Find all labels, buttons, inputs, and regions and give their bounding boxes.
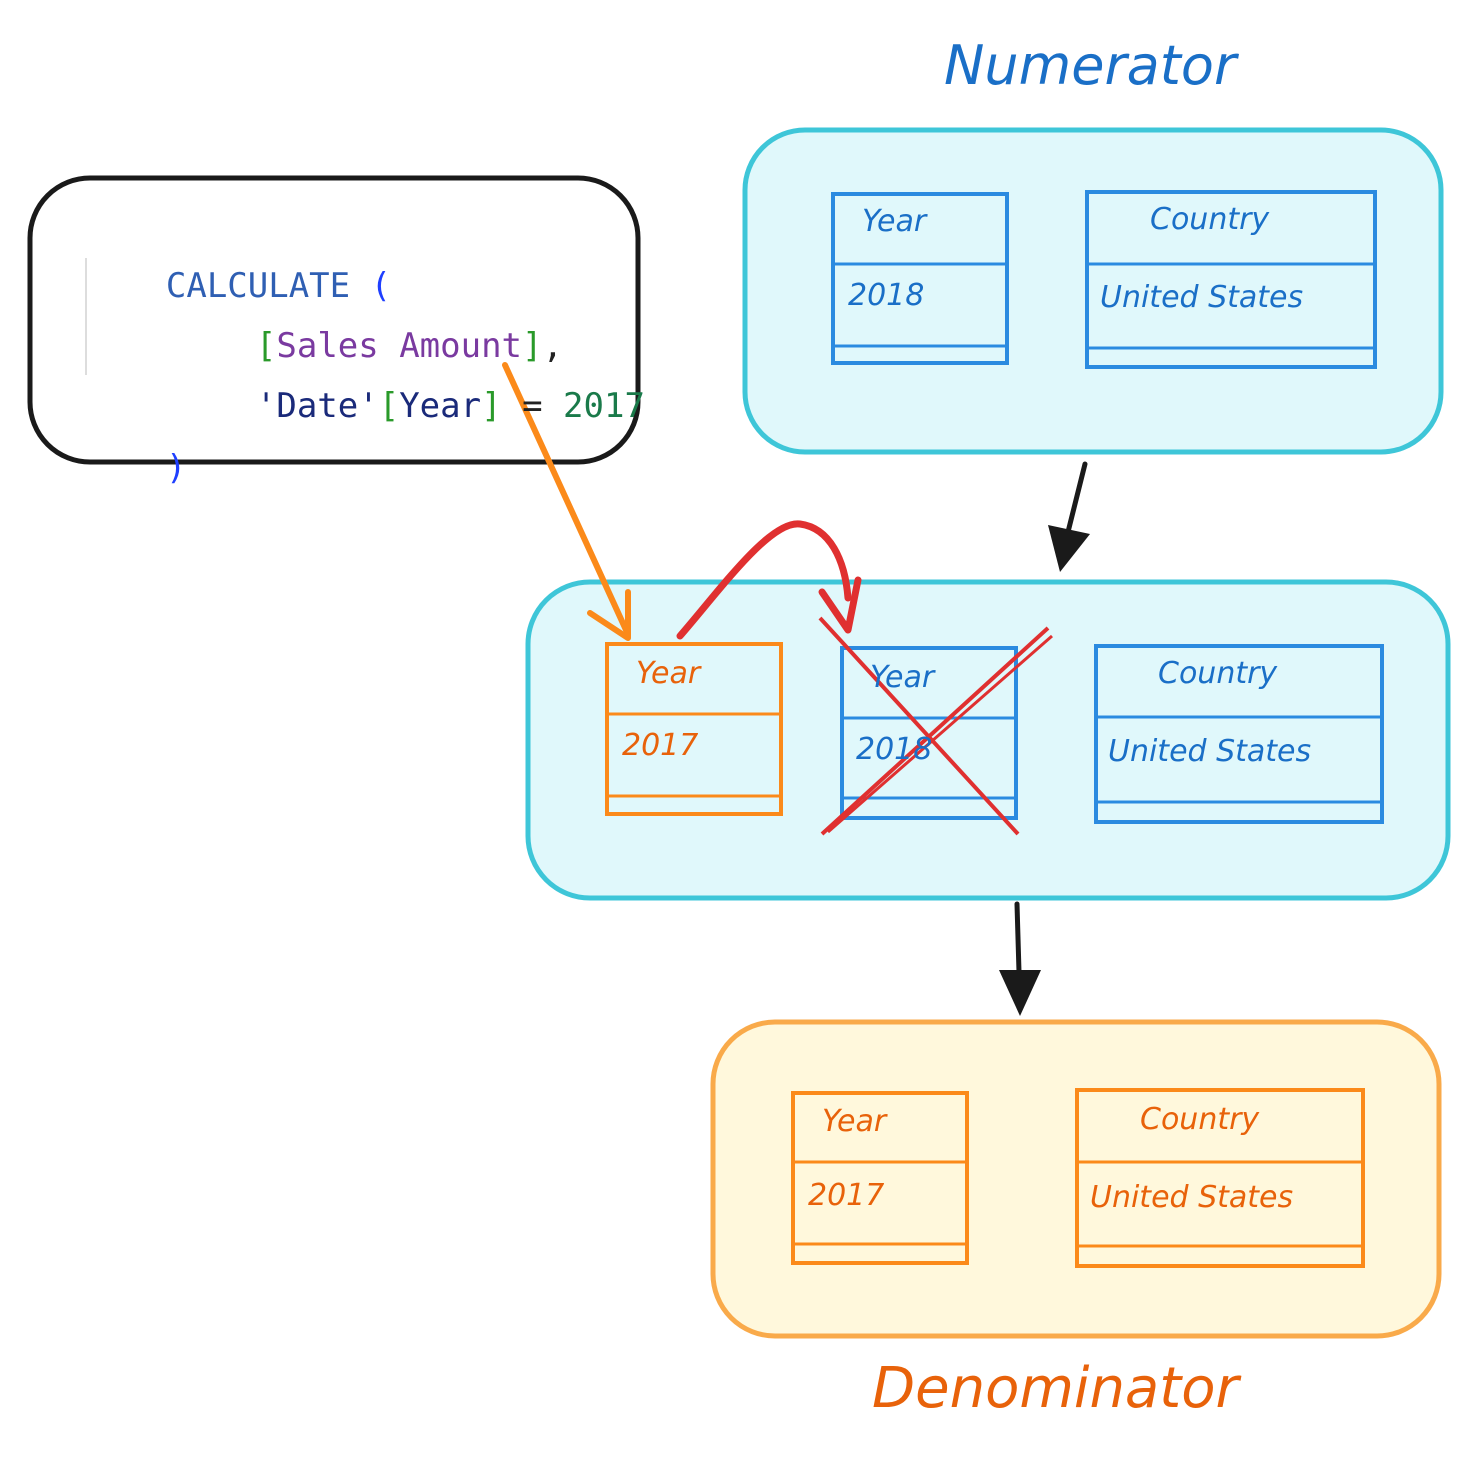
red-cross-mark	[818, 616, 1053, 836]
denominator-country-value: United States	[1090, 1180, 1294, 1215]
code-calculate: CALCULATE	[165, 266, 351, 306]
numerator-country-value: United States	[1100, 280, 1304, 315]
code-table-name: 'Date'	[255, 386, 379, 426]
middle-new-year-value: 2017	[622, 728, 699, 763]
numerator-panel	[742, 127, 1444, 455]
code-equals: =	[522, 386, 543, 426]
middle-country-value: United States	[1108, 734, 1312, 769]
code-box	[27, 175, 641, 465]
code-comma: ,	[542, 326, 563, 366]
denominator-year-value: 2017	[808, 1178, 885, 1213]
middle-panel	[525, 579, 1451, 901]
middle-country-header: Country	[1158, 656, 1278, 691]
denominator-year-header: Year	[822, 1104, 887, 1139]
numerator-country-header: Country	[1150, 202, 1270, 237]
dax-code: CALCULATE ( [Sales Amount], 'Date'[Year]…	[165, 266, 645, 488]
middle-new-year-header: Year	[636, 656, 701, 691]
code-close-paren: )	[165, 448, 187, 488]
red-replace-arrow	[676, 520, 862, 640]
denominator-year-table	[791, 1091, 969, 1265]
numerator-year-value: 2018	[848, 278, 925, 313]
numerator-year-table	[831, 192, 1009, 365]
arrow-numerator-to-middle	[1048, 461, 1090, 572]
code-value: 2017	[563, 386, 645, 426]
middle-new-year-table	[605, 642, 783, 816]
middle-old-year-header: Year	[870, 660, 935, 695]
middle-country-table	[1094, 644, 1384, 824]
denominator-country-table	[1075, 1088, 1365, 1268]
code-column: Year	[399, 386, 482, 426]
numerator-title: Numerator	[944, 34, 1237, 97]
numerator-country-table	[1085, 190, 1377, 369]
arrow-middle-to-denominator	[999, 901, 1041, 1016]
denominator-title: Denominator	[872, 1356, 1239, 1421]
denominator-country-header: Country	[1140, 1102, 1260, 1137]
numerator-year-header: Year	[862, 204, 927, 239]
code-measure: Sales Amount	[276, 326, 523, 366]
orange-filter-arrow	[502, 362, 631, 641]
code-open-paren: (	[370, 266, 392, 306]
middle-old-year-value: 2018	[856, 732, 933, 767]
